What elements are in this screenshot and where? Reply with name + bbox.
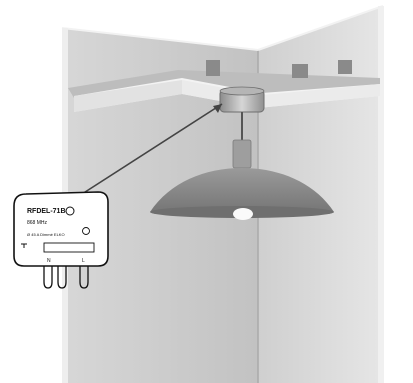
joist-2 — [292, 64, 308, 78]
module-frequency: 868 MHz — [27, 220, 48, 226]
module-model: RFDEL-71B — [27, 208, 66, 215]
joist-3 — [338, 60, 352, 74]
terminal-l-label: L — [82, 258, 85, 264]
right-wall-edge — [378, 6, 384, 383]
lamp-socket — [233, 140, 251, 168]
module-body — [14, 192, 108, 266]
joist-1 — [206, 60, 220, 76]
canopy-top — [220, 87, 264, 95]
terminal-n-label: N — [47, 258, 51, 264]
light-bulb — [233, 208, 253, 220]
module-output: Ø 45 A Dimmé ELKO — [27, 232, 65, 237]
wire-left — [44, 266, 52, 288]
